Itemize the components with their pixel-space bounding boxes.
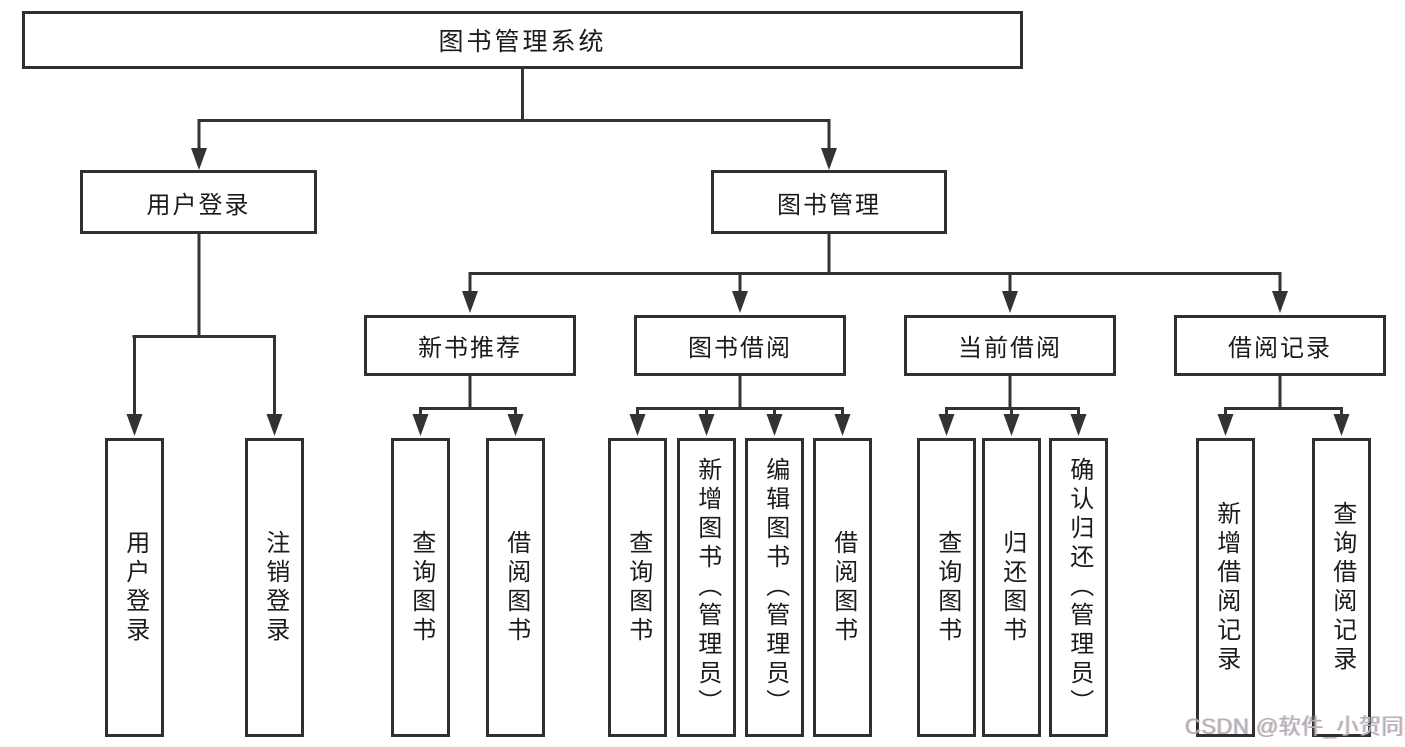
- watermark: CSDN @软件_小贺同学: [1185, 714, 1405, 739]
- leaf-add-borrow-record: 新增借阅记录: [1196, 438, 1255, 737]
- connector-user-login-to-leaves: [132, 234, 276, 415]
- arrow-to-leaf-logout: [266, 414, 283, 436]
- node-label: 归还图书: [998, 529, 1026, 646]
- node-label: 图书借阅: [688, 335, 792, 362]
- arrow-to-current-borrow: [1002, 291, 1018, 313]
- node-borrow-records: 借阅记录: [1174, 315, 1386, 376]
- node-label: 借阅记录: [1228, 335, 1332, 362]
- arrow-to-leaf-records-query: [1333, 414, 1350, 436]
- arrow-to-leaf-current-query: [938, 414, 955, 436]
- node-label: 确认归还（管理员）: [1065, 457, 1093, 718]
- arrow-to-user-login: [191, 148, 207, 170]
- node-book-borrow: 图书借阅: [634, 315, 846, 376]
- node-label: 图书管理: [777, 191, 881, 219]
- node-label: 查询图书: [933, 529, 961, 646]
- arrow-to-leaf-recommend-borrow: [507, 414, 524, 436]
- arrow-to-book-borrow: [732, 291, 748, 313]
- leaf-user-login: 用户登录: [105, 438, 164, 737]
- connector-current-borrow-to-leaves: [945, 375, 1080, 415]
- node-label: 编辑图书（管理员）: [761, 457, 789, 718]
- node-label: 新书推荐: [418, 335, 522, 362]
- leaf-edit-books-admin: 编辑图书（管理员）: [745, 438, 804, 737]
- node-current-borrow: 当前借阅: [904, 315, 1116, 376]
- node-label: 新增图书（管理员）: [693, 457, 721, 718]
- node-label: 用户登录: [121, 529, 149, 646]
- connector-book-management-to-level3: [468, 234, 1282, 293]
- connector-new-book-recommend-to-leaves: [419, 375, 517, 415]
- node-label: 借阅图书: [502, 529, 530, 646]
- leaf-current-query-books: 查询图书: [917, 438, 976, 737]
- leaf-add-books-admin: 新增图书（管理员）: [677, 438, 736, 737]
- leaf-borrow-books: 借阅图书: [813, 438, 872, 737]
- arrow-to-new-book-recommend: [462, 291, 478, 313]
- leaf-query-borrow-record: 查询借阅记录: [1312, 438, 1371, 737]
- connector-book-borrow-to-leaves: [636, 375, 844, 415]
- node-label: 查询借阅记录: [1328, 500, 1356, 675]
- arrow-to-leaf-borrow-add: [698, 414, 715, 436]
- leaf-return-books: 归还图书: [982, 438, 1041, 737]
- arrow-to-borrow-records: [1272, 291, 1288, 313]
- arrowheads: [126, 148, 1350, 436]
- arrow-to-book-management: [821, 148, 837, 170]
- node-book-management: 图书管理: [711, 170, 947, 234]
- node-user-login: 用户登录: [80, 170, 317, 234]
- node-new-book-recommend: 新书推荐: [364, 315, 576, 376]
- arrow-to-leaf-borrow-query: [629, 414, 646, 436]
- node-label: 查询图书: [407, 529, 435, 646]
- arrow-to-leaf-recommend-query: [412, 414, 429, 436]
- node-label: 图书管理系统: [438, 28, 607, 56]
- leaf-confirm-return-admin: 确认归还（管理员）: [1049, 438, 1108, 737]
- leaf-recommend-query-books: 查询图书: [391, 438, 450, 737]
- arrow-to-leaf-current-confirm: [1070, 414, 1087, 436]
- arrow-to-leaf-records-add: [1217, 414, 1234, 436]
- arrow-to-leaf-user-login: [126, 414, 143, 436]
- leaf-borrow-query-books: 查询图书: [608, 438, 667, 737]
- node-label: 查询图书: [624, 529, 652, 646]
- node-label: 新增借阅记录: [1212, 500, 1240, 675]
- leaf-recommend-borrow-books: 借阅图书: [486, 438, 545, 737]
- connector-borrow-records-to-leaves: [1224, 375, 1343, 415]
- connector-root-to-level2: [197, 69, 831, 150]
- arrow-to-leaf-current-return: [1003, 414, 1020, 436]
- arrow-to-leaf-borrow-borrow: [834, 414, 851, 436]
- leaf-logout: 注销登录: [245, 438, 304, 737]
- node-label: 当前借阅: [958, 335, 1062, 362]
- node-label: 借阅图书: [829, 529, 857, 646]
- arrow-to-leaf-borrow-edit: [766, 414, 783, 436]
- node-label: 用户登录: [146, 191, 251, 219]
- node-library-management-system: 图书管理系统: [22, 11, 1023, 69]
- node-label: 注销登录: [261, 529, 289, 646]
